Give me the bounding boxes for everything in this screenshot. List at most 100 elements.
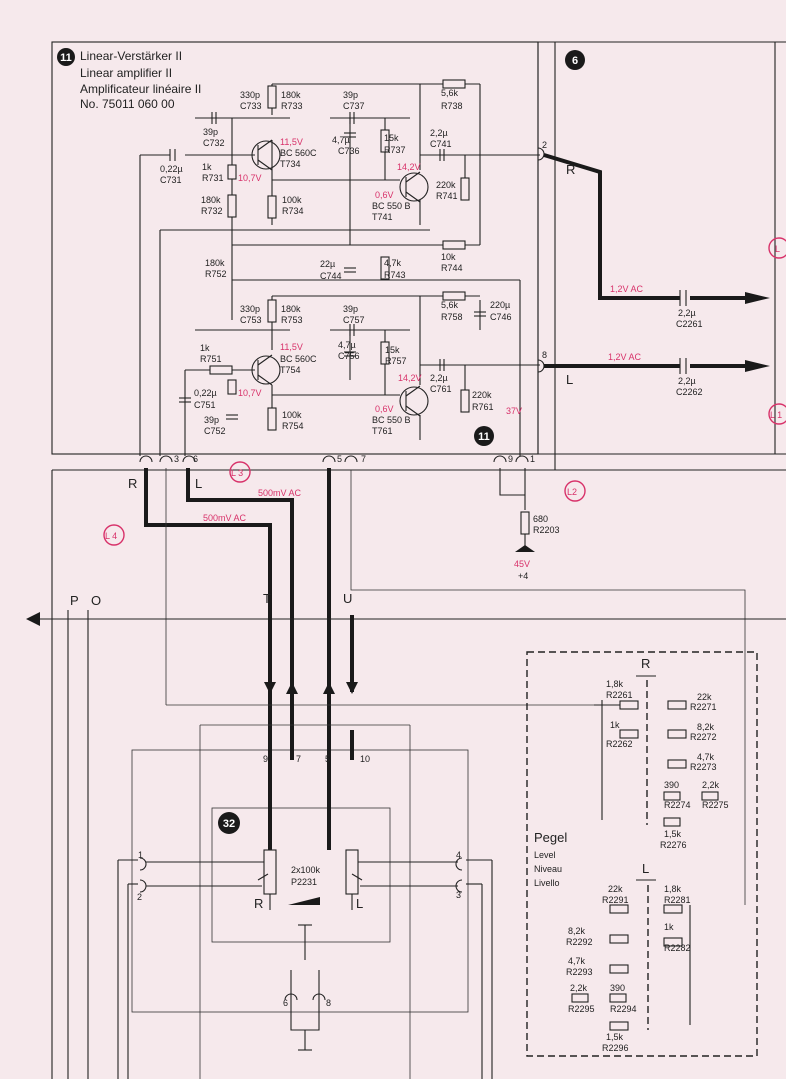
svg-text:4,7k: 4,7k <box>384 258 402 268</box>
svg-text:R753: R753 <box>281 315 303 325</box>
svg-text:180k: 180k <box>205 258 225 268</box>
svg-text:9: 9 <box>508 454 513 464</box>
svg-text:R2262: R2262 <box>606 739 633 749</box>
svg-text:330p: 330p <box>240 90 260 100</box>
svg-text:180k: 180k <box>201 195 221 205</box>
svg-text:3: 3 <box>174 454 179 464</box>
svg-text:14,2V: 14,2V <box>398 373 422 383</box>
svg-text:2,2µ: 2,2µ <box>678 376 696 386</box>
svg-text:1,5k: 1,5k <box>606 1032 624 1042</box>
svg-text:R751: R751 <box>200 354 222 364</box>
svg-text:11: 11 <box>60 52 72 64</box>
svg-text:L: L <box>356 896 363 911</box>
svg-text:U: U <box>343 591 352 606</box>
svg-text:39p: 39p <box>343 304 358 314</box>
svg-text:C756: C756 <box>338 351 360 361</box>
svg-text:8,2k: 8,2k <box>568 926 586 936</box>
svg-text:7: 7 <box>361 454 366 464</box>
svg-text:22k: 22k <box>608 884 623 894</box>
svg-text:39p: 39p <box>343 90 358 100</box>
svg-text:220k: 220k <box>472 390 492 400</box>
svg-text:C752: C752 <box>204 426 226 436</box>
svg-text:8: 8 <box>542 350 547 360</box>
svg-text:T741: T741 <box>372 212 393 222</box>
svg-text:10: 10 <box>360 754 370 764</box>
svg-text:P: P <box>70 593 79 608</box>
svg-text:R: R <box>128 476 137 491</box>
svg-text:R2261: R2261 <box>606 690 633 700</box>
output-r-label: R <box>566 162 575 177</box>
svg-text:5,6k: 5,6k <box>441 88 459 98</box>
module-6-badge: 6 <box>565 50 585 70</box>
connector-pins: 2 8 3 6 5 7 9 1 <box>139 140 547 464</box>
svg-text:11: 11 <box>478 431 490 443</box>
svg-text:7: 7 <box>296 754 301 764</box>
level-switch-box: Pegel Level Niveau Livello R L 1,8k R226… <box>526 651 758 1057</box>
svg-text:0,22µ: 0,22µ <box>194 388 217 398</box>
svg-text:680: 680 <box>533 514 548 524</box>
svg-text:5: 5 <box>325 754 330 764</box>
svg-text:R2295: R2295 <box>568 1004 595 1014</box>
svg-text:R: R <box>641 656 650 671</box>
svg-text:C733: C733 <box>240 101 262 111</box>
svg-text:45V: 45V <box>514 559 530 569</box>
svg-text:5: 5 <box>337 454 342 464</box>
svg-text:180k: 180k <box>281 90 301 100</box>
svg-text:1,2V AC: 1,2V AC <box>608 352 642 362</box>
svg-text:R2274: R2274 <box>664 800 691 810</box>
title-en: Linear amplifier II <box>80 66 172 80</box>
svg-text:10,7V: 10,7V <box>238 173 262 183</box>
svg-text:R758: R758 <box>441 312 463 322</box>
svg-text:P2231: P2231 <box>291 877 317 887</box>
module-11-frame <box>51 41 786 1079</box>
svg-text:1k: 1k <box>202 162 212 172</box>
svg-text:11,5V: 11,5V <box>280 342 303 352</box>
svg-text:39p: 39p <box>204 415 219 425</box>
svg-text:R761: R761 <box>472 402 494 412</box>
svg-text:1: 1 <box>530 454 535 464</box>
svg-text:BC 560C: BC 560C <box>280 148 317 158</box>
svg-text:C737: C737 <box>343 101 365 111</box>
svg-text:180k: 180k <box>281 304 301 314</box>
svg-text:R2203: R2203 <box>533 525 560 535</box>
svg-text:R743: R743 <box>384 270 406 280</box>
part-number: No. 75011 060 00 <box>80 97 175 111</box>
svg-text:2,2µ: 2,2µ <box>430 128 448 138</box>
svg-text:R738: R738 <box>441 101 463 111</box>
svg-text:5,6k: 5,6k <box>441 300 459 310</box>
svg-text:R2282: R2282 <box>664 943 691 953</box>
bus-line: P O T U <box>26 591 786 1079</box>
svg-text:T: T <box>263 591 271 606</box>
svg-text:10k: 10k <box>441 252 456 262</box>
svg-text:220k: 220k <box>436 180 456 190</box>
svg-text:C2262: C2262 <box>676 387 703 397</box>
upper-stage-labels: 330p C733 180k R733 39p C737 5,6k R738 3… <box>160 88 463 222</box>
svg-text:R2281: R2281 <box>664 895 691 905</box>
svg-text:14,2V: 14,2V <box>397 162 421 172</box>
output-lines: R L 1,2V AC 1,2V AC 2,2µ C2261 2,2µ C226… <box>543 153 786 425</box>
title-fr: Amplificateur linéaire II <box>80 82 201 96</box>
svg-text:39p: 39p <box>203 127 218 137</box>
svg-text:C751: C751 <box>194 400 216 410</box>
svg-text:T761: T761 <box>372 426 393 436</box>
svg-text:4: 4 <box>456 850 461 860</box>
svg-text:C757: C757 <box>343 315 365 325</box>
svg-text:C744: C744 <box>320 271 342 281</box>
svg-text:R752: R752 <box>205 269 227 279</box>
svg-text:22µ: 22µ <box>320 259 335 269</box>
svg-text:3: 3 <box>456 890 461 900</box>
svg-text:R2294: R2294 <box>610 1004 637 1014</box>
svg-text:R2273: R2273 <box>690 762 717 772</box>
middle-labels: 22µ C744 4,7k R743 10k R744 180k R752 <box>205 252 463 281</box>
svg-text:C741: C741 <box>430 139 452 149</box>
svg-text:R731: R731 <box>202 173 224 183</box>
svg-text:L 4: L 4 <box>105 531 117 541</box>
svg-text:6: 6 <box>283 998 288 1008</box>
svg-text:0,6V: 0,6V <box>375 404 394 414</box>
svg-text:0,6V: 0,6V <box>375 190 394 200</box>
svg-text:R: R <box>254 896 263 911</box>
svg-text:1,8k: 1,8k <box>606 679 624 689</box>
svg-text:+4: +4 <box>518 571 528 581</box>
svg-text:BC 550 B: BC 550 B <box>372 201 411 211</box>
svg-text:330p: 330p <box>240 304 260 314</box>
